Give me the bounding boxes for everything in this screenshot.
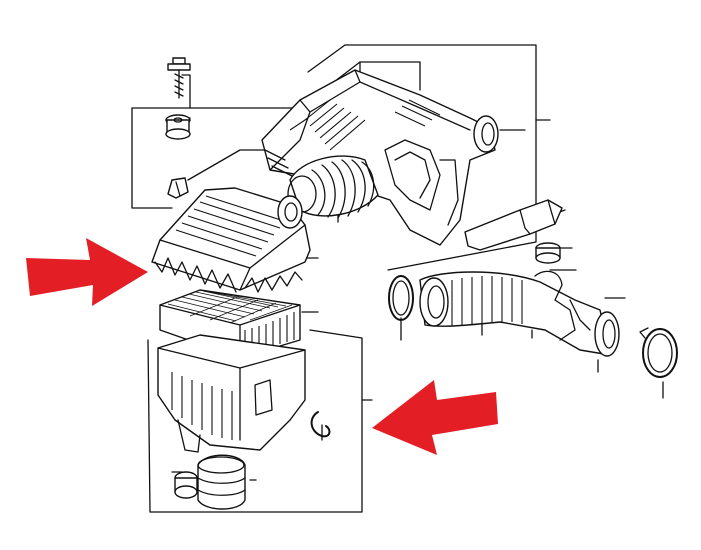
duct-seal-ring-part xyxy=(388,275,414,321)
hose-band-part xyxy=(535,242,561,264)
bolt-part xyxy=(167,57,191,99)
hose-clamp-part xyxy=(639,327,678,378)
grommet-upper-part xyxy=(165,114,191,140)
case-clip-part xyxy=(310,411,331,438)
intake-hose-part xyxy=(419,270,620,357)
intake-duct-part xyxy=(287,155,379,219)
air-cleaner-case-part xyxy=(157,334,306,453)
right-arrow-icon xyxy=(26,238,148,306)
vent-pipe-part xyxy=(464,199,563,251)
intake-boot-part xyxy=(197,454,246,510)
case-mount-grommet-part xyxy=(174,471,198,499)
air-cleaner-cover-part xyxy=(151,187,311,293)
grommet-clip-part xyxy=(167,177,189,199)
left-arrow-icon xyxy=(372,380,498,455)
